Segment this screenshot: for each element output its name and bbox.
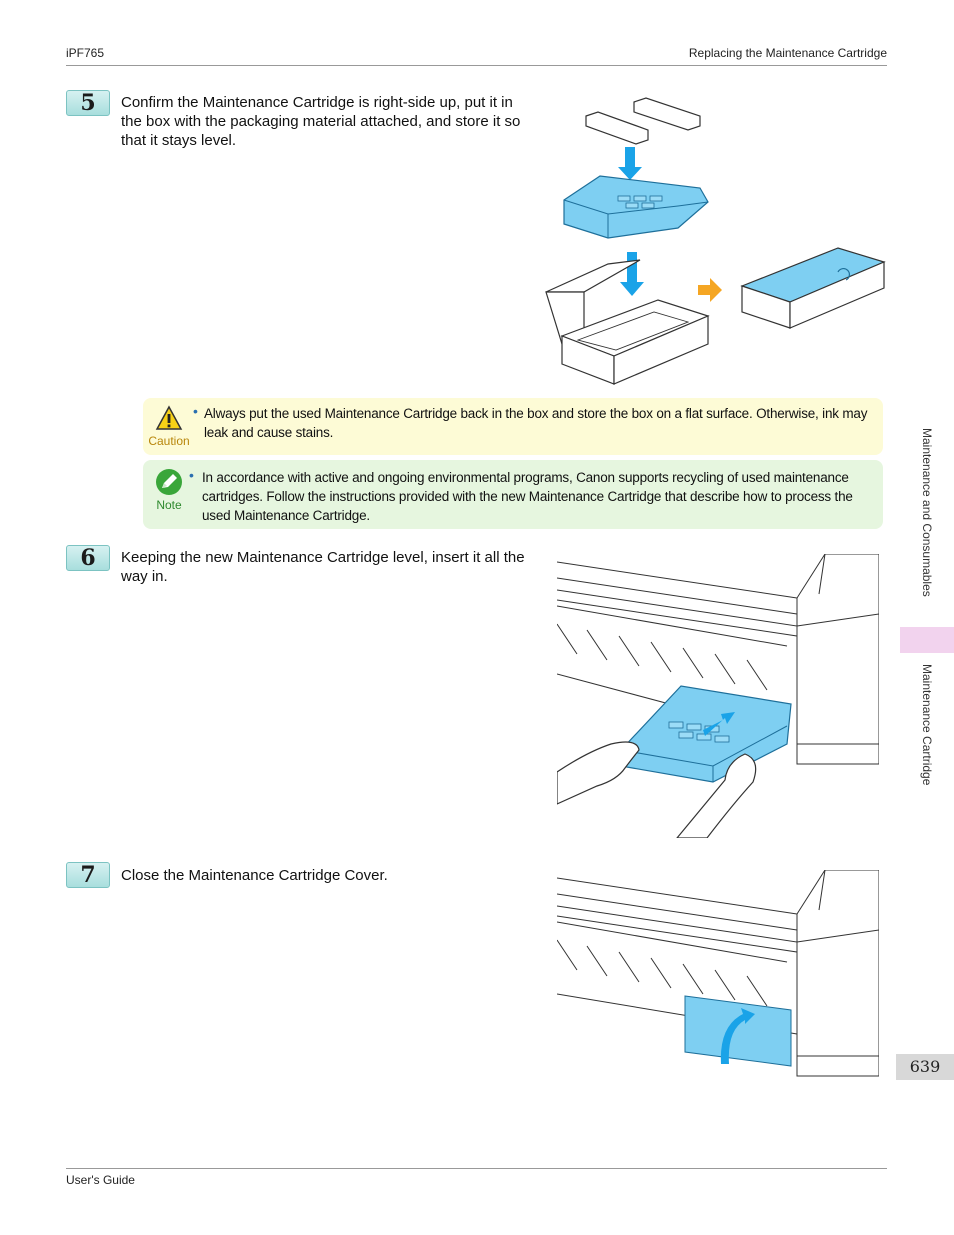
- insert-cartridge-illustration: [557, 554, 879, 838]
- step-5-number: 5: [66, 90, 110, 116]
- note-text: In accordance with active and ongoing en…: [202, 470, 853, 523]
- sidebar-active-tab[interactable]: [900, 627, 954, 653]
- step-7-number: 7: [66, 862, 110, 888]
- caution-warning-icon: [153, 404, 185, 437]
- sidebar-subsection-label: Maintenance Cartridge: [920, 664, 934, 786]
- store-cartridge-illustration: [545, 97, 886, 385]
- note-box: Note • In accordance with active and ong…: [143, 460, 883, 529]
- step-7-text: Close the Maintenance Cartridge Cover.: [121, 867, 388, 884]
- header-product: iPF765: [66, 46, 105, 60]
- footer-rule: [66, 1168, 887, 1169]
- caution-label: Caution: [148, 434, 190, 448]
- step-6-number: 6: [66, 545, 110, 571]
- note-pencil-icon: [153, 467, 185, 502]
- caution-text: Always put the used Maintenance Cartridg…: [204, 406, 868, 440]
- page-number: 639: [896, 1054, 954, 1080]
- step-5-text: Confirm the Maintenance Cartridge is rig…: [121, 94, 521, 149]
- header-rule: [66, 65, 887, 66]
- note-label: Note: [156, 498, 182, 512]
- sidebar-section-label: Maintenance and Consumables: [920, 428, 934, 597]
- header-title: Replacing the Maintenance Cartridge: [688, 46, 887, 60]
- caution-bullet: •: [193, 403, 198, 419]
- footer-guide: User's Guide: [66, 1173, 135, 1187]
- step-6-text: Keeping the new Maintenance Cartridge le…: [121, 549, 525, 585]
- caution-box: Caution • Always put the used Maintenanc…: [143, 398, 883, 455]
- note-bullet: •: [189, 467, 194, 483]
- close-cover-illustration: [557, 870, 879, 1077]
